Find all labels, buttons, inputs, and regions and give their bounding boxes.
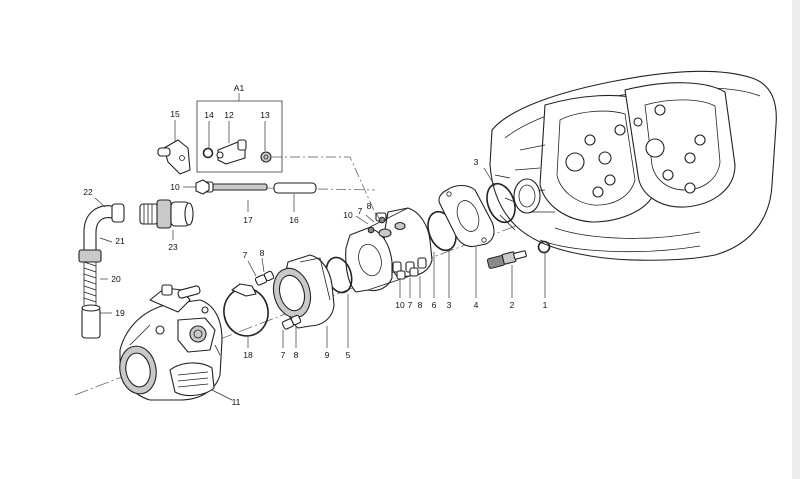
callout-8: 8 — [367, 201, 372, 211]
scrollbar-edge — [792, 0, 800, 479]
callout-9: 9 — [325, 350, 330, 360]
cylinder-head — [489, 70, 777, 261]
screws — [254, 267, 419, 330]
temperature-sensor — [486, 250, 527, 269]
callout-23: 23 — [168, 242, 178, 252]
throttle-body — [119, 284, 223, 401]
bracket-fitting — [157, 139, 191, 175]
intake-rubber-sleeve — [272, 254, 335, 329]
a1-group — [196, 93, 283, 173]
intake-manifold — [345, 207, 433, 293]
callout-21: 21 — [115, 236, 125, 246]
callout-20: 20 — [111, 274, 121, 284]
callout-3: 3 — [447, 300, 452, 310]
callout-labels: A1 1 2 3 3 4 6 10 7 8 5 9 7 8 18 7 8 10 … — [83, 83, 547, 407]
callout-14: 14 — [204, 110, 214, 120]
callout-a1: A1 — [234, 83, 245, 93]
callout-8: 8 — [418, 300, 423, 310]
bypass-pipe — [78, 203, 125, 339]
callout-2: 2 — [510, 300, 515, 310]
hose-clamp — [223, 283, 269, 337]
o-ring-small — [537, 240, 551, 254]
callout-1: 1 — [543, 300, 548, 310]
callout-4: 4 — [474, 300, 479, 310]
callout-19: 19 — [115, 308, 125, 318]
callout-15: 15 — [170, 109, 180, 119]
callout-8: 8 — [260, 248, 265, 258]
hose-fitting — [139, 199, 194, 229]
callout-22: 22 — [83, 187, 93, 197]
callout-10: 10 — [395, 300, 405, 310]
callout-7: 7 — [358, 206, 363, 216]
callout-13: 13 — [260, 110, 270, 120]
callout-11: 11 — [232, 397, 241, 407]
leader-lines — [94, 120, 546, 401]
callout-7: 7 — [408, 300, 413, 310]
callout-12: 12 — [224, 110, 234, 120]
pin-and-sleeve — [195, 179, 317, 195]
callout-10: 10 — [170, 182, 180, 192]
callout-18: 18 — [243, 350, 253, 360]
callout-3: 3 — [474, 157, 479, 167]
callout-7: 7 — [243, 250, 248, 260]
callout-7: 7 — [281, 350, 286, 360]
callout-6: 6 — [432, 300, 437, 310]
callout-16: 16 — [289, 215, 299, 225]
callout-17: 17 — [243, 215, 253, 225]
callout-8: 8 — [294, 350, 299, 360]
intake-gasket — [438, 184, 495, 248]
callout-10: 10 — [343, 210, 353, 220]
callout-5: 5 — [346, 350, 351, 360]
